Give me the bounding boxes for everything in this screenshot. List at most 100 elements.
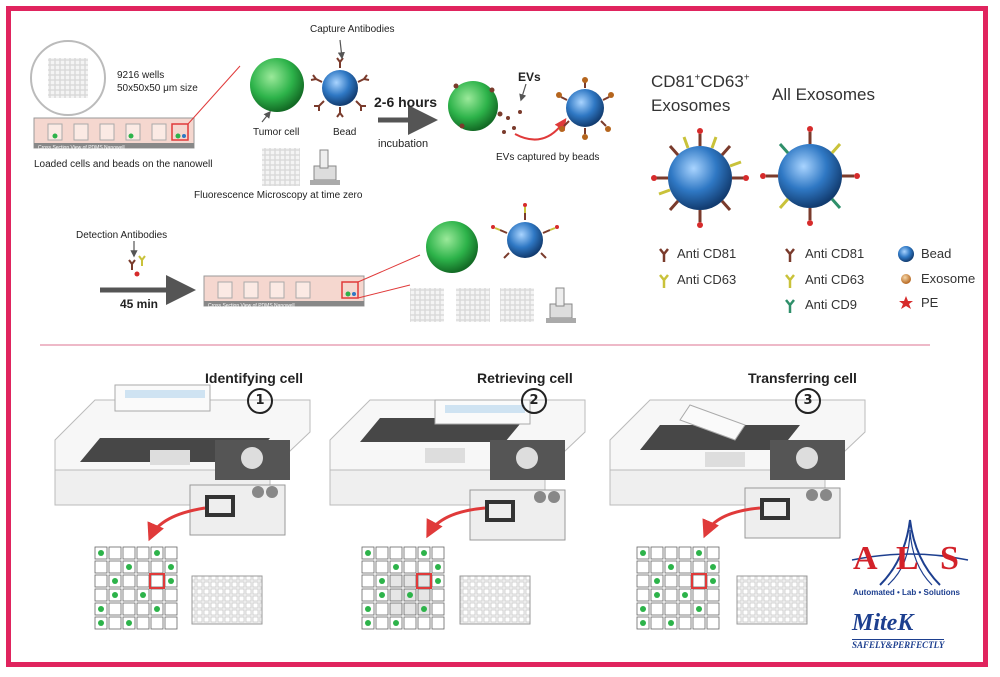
detection-label: Detection Antibodies	[76, 230, 168, 241]
well	[403, 560, 417, 574]
well	[94, 588, 108, 602]
well	[136, 560, 150, 574]
well	[664, 574, 678, 588]
nanowell-grid-image	[48, 58, 88, 98]
cell-dot	[154, 550, 160, 556]
mitek-tagline: SAFELY&PERFECTLY	[852, 639, 945, 650]
step-3-label: Transferring cell	[748, 370, 857, 386]
well	[122, 588, 136, 602]
wells-count: 9216 wells	[117, 70, 165, 81]
bead-label: Bead	[333, 127, 357, 138]
well	[136, 616, 150, 630]
detection-image-1	[410, 288, 444, 322]
well	[417, 574, 431, 588]
pe-legend-icon	[899, 296, 913, 309]
plate-2	[459, 575, 531, 625]
well	[692, 574, 706, 588]
cell-dot	[421, 606, 427, 612]
fluorescence-label: Fluorescence Microscopy at time zero	[194, 190, 363, 201]
anti-cd63-icon-2	[785, 274, 795, 288]
well	[664, 602, 678, 616]
well	[706, 546, 720, 560]
well	[389, 546, 403, 560]
well	[389, 602, 403, 616]
cell-dot	[640, 620, 646, 626]
machine-3	[609, 399, 866, 539]
selected-well-highlight	[149, 573, 165, 589]
well	[122, 574, 136, 588]
selected-well-highlight	[691, 573, 707, 589]
exosomes-title: Exosomes	[651, 96, 731, 115]
legend-anti-cd63-1: Anti CD63	[677, 272, 737, 287]
well	[650, 560, 664, 574]
well	[94, 560, 108, 574]
well	[678, 546, 692, 560]
cell-dot	[668, 620, 674, 626]
cell-with-evs	[448, 81, 498, 131]
cross-section-label-1: Cross Section View of PDMS Nanowell	[38, 145, 125, 151]
cell-dot	[379, 578, 385, 584]
microscope-icon-2	[546, 287, 576, 323]
well	[678, 616, 692, 630]
cell-dot	[710, 564, 716, 570]
als-logo-l: L	[896, 540, 919, 577]
well	[678, 602, 692, 616]
cell-dot	[710, 578, 716, 584]
well	[650, 602, 664, 616]
cell-dot	[696, 606, 702, 612]
well	[122, 602, 136, 616]
well	[389, 574, 403, 588]
well	[375, 546, 389, 560]
well	[361, 560, 375, 574]
als-logo-graphic	[851, 519, 969, 586]
well	[431, 588, 445, 602]
bead-legend-icon	[898, 246, 914, 262]
detection-bead	[491, 203, 559, 259]
cell-dot	[168, 578, 174, 584]
well	[361, 574, 375, 588]
all-exosomes-title: All Exosomes	[772, 85, 875, 104]
step-1-label: Identifying cell	[205, 370, 304, 386]
well	[636, 560, 650, 574]
fluorescence-image	[262, 148, 300, 186]
machine-2	[329, 399, 586, 541]
microscope-icon	[310, 149, 340, 185]
well	[150, 574, 164, 588]
cell-dot	[435, 564, 441, 570]
well	[417, 616, 431, 630]
cell-dot	[140, 592, 146, 598]
cell-dot	[682, 592, 688, 598]
cell-dot	[154, 606, 160, 612]
well	[403, 574, 417, 588]
bead-with-antibodies	[310, 57, 370, 118]
legend-anti-cd9: Anti CD9	[805, 297, 858, 312]
cell-dot	[365, 550, 371, 556]
well-grids	[94, 546, 720, 630]
well	[108, 616, 122, 630]
step-3-number: 3	[795, 388, 821, 414]
exosome-legend-icon	[901, 274, 911, 284]
well	[150, 560, 164, 574]
well	[94, 574, 108, 588]
cell-dot	[668, 564, 674, 570]
detection-image-2	[456, 288, 490, 322]
well	[664, 546, 678, 560]
cell-dot	[98, 620, 104, 626]
legend-anti-cd63-2: Anti CD63	[805, 272, 865, 287]
detection-time: 45 min	[120, 297, 159, 311]
plate-1	[191, 575, 263, 625]
cell-dot	[126, 564, 132, 570]
well	[431, 616, 445, 630]
well	[122, 546, 136, 560]
well	[108, 602, 122, 616]
well	[150, 588, 164, 602]
red-arrow-3	[702, 506, 761, 539]
cross-section-1	[33, 117, 195, 149]
capture-arrow	[514, 118, 567, 141]
well	[164, 602, 178, 616]
evs-label: EVs	[518, 70, 541, 84]
well	[636, 588, 650, 602]
well	[403, 546, 417, 560]
well	[403, 616, 417, 630]
ev-particles	[453, 83, 522, 134]
